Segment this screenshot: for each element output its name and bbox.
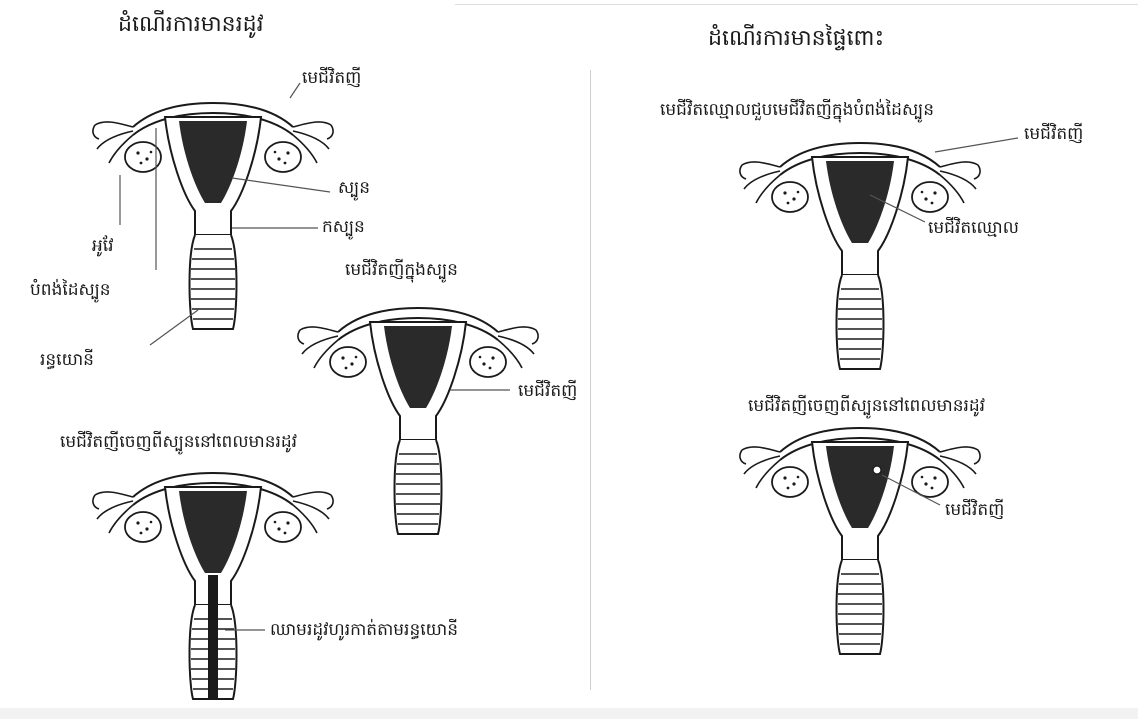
label-cervix: កស្បូន	[322, 217, 365, 237]
label-uterus: ស្បូន	[338, 178, 370, 198]
label-menstrual-blood: ឈាមរដូវហូរកាត់តាមរន្ធយោនី	[270, 620, 458, 640]
label-fallopian-tube: បំពង់ដៃស្បូន	[30, 280, 111, 300]
label-egg-mid: មេជីវិតញី	[518, 381, 577, 401]
label-sperm: មេជីវិតឈ្មោល	[928, 218, 1019, 238]
caption-egg-leaves-right: មេជីវិតញីចេញពីស្បូននៅពេលមានរដូវ	[748, 396, 985, 416]
label-egg-bottom-right: មេជីវិតញី	[945, 500, 1004, 520]
caption-fertilization: មេជីវិតឈ្មោលជួបមេជីវិតញីក្នុងបំពង់ដៃស្បូ…	[660, 100, 934, 120]
label-egg-top-right: មេជីវិតញី	[1024, 124, 1083, 144]
label-ovary: អូវែ	[92, 236, 114, 256]
caption-egg-leaves-left: មេជីវិតញីចេញពីស្បូននៅពេលមានរដូវ	[60, 432, 297, 452]
caption-egg-in-uterus: មេជីវិតញីក្នុងស្បូន	[345, 260, 458, 280]
label-egg-top-left: មេជីវិតញី	[302, 68, 361, 88]
left-title: ដំណើរការមានរដូវ	[118, 12, 264, 38]
right-title: ដំណើរការមានផ្ទៃពោះ	[708, 26, 884, 52]
label-vagina: រន្ធយោនី	[40, 350, 94, 370]
